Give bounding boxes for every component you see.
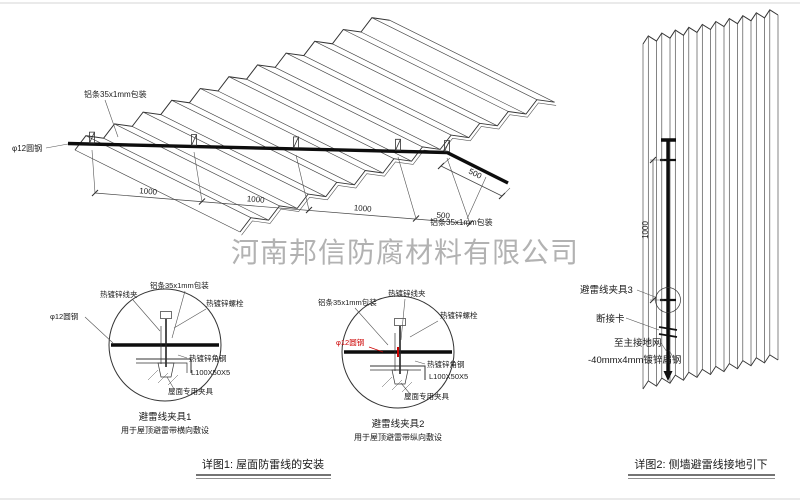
label-wire-clip: 热镀锌线夹 [100, 289, 138, 299]
clamp2-title: 避雷线夹具2 [372, 418, 425, 430]
roof-ridge-lines [74, 17, 555, 233]
angle-steel [136, 358, 192, 373]
detail-circle-clamp2: 铝条35x1mm包装 热镀锌线夹 热镀锌螺栓 φ12圆钢 热镀锌角钢 L100X… [318, 288, 478, 442]
detail-circle [108, 288, 222, 402]
roof-sheet-thickness [241, 102, 557, 236]
angle-steel-inner [136, 362, 188, 373]
label-to-ground-grid: 至主接地网 [614, 337, 662, 349]
leader-line [466, 176, 487, 220]
detail2-caption: 详图2: 侧墙避雷线接地引下 [634, 457, 767, 471]
label-bolt: 热镀锌螺栓 [206, 298, 244, 308]
lightning-wire [67, 141, 509, 185]
ground-arrowhead [663, 371, 673, 381]
label-round-steel: φ12圆钢 [12, 143, 42, 153]
wire-clamps [89, 131, 450, 152]
label-strip: 铝条35x1mm包装 [150, 280, 209, 290]
label-bolt: 热镀锌螺栓 [440, 310, 478, 320]
leader-line [104, 99, 119, 138]
hatch-lines [147, 369, 179, 386]
detail1-roof-view: 1000 1000 1000 500 500 铝条35x1mm包装 φ12圆钢 … [12, 17, 557, 236]
leader-lines [625, 289, 675, 360]
clamp1-subtitle: 用于屋顶避雷带横向敷设 [121, 425, 209, 435]
dimension-ticks [649, 156, 657, 304]
dim-1000-a: 1000 [139, 186, 158, 196]
dim-500-a: 500 [436, 210, 451, 220]
roof-seam-clamp [157, 362, 175, 378]
wire-clamp-mark [395, 138, 401, 151]
dim-1000-c: 1000 [353, 203, 372, 213]
leader-line [45, 143, 69, 149]
dimension-line [440, 165, 503, 197]
caption-detail2: 详图2: 侧墙避雷线接地引下 [628, 457, 775, 479]
detail1-caption: 详图1: 屋面防雷线的安装 [202, 457, 324, 471]
detail-circle [341, 295, 455, 409]
dimension-ticks [91, 189, 474, 227]
dim-1000-wall: 1000 [641, 221, 650, 239]
clamp2-subtitle: 用于屋顶避雷带纵向敷设 [354, 432, 442, 442]
dimension-chain: 1000 1000 1000 500 [91, 149, 474, 227]
wire-clamp-mark [191, 134, 197, 146]
hatch-lines [381, 376, 413, 393]
label-roof-clamp: 屋面专用夹具 [404, 391, 449, 401]
caption-detail1: 详图1: 屋面防雷线的安装 [196, 457, 331, 479]
leader-lines [84, 290, 207, 390]
label-round-steel: φ12圆钢 [50, 311, 78, 321]
label-strip: 铝条35x1mm包装 [318, 297, 377, 307]
label-clamp3: 避雷线夹具3 [580, 284, 633, 296]
wall-rib-lines [642, 9, 779, 389]
label-disconnect-card: 断接卡 [596, 313, 625, 325]
bolt-head [394, 318, 406, 326]
label-angle-spec: L100X50X5 [429, 372, 468, 381]
label-angle-steel: 热镀锌角钢 [189, 353, 227, 363]
bolt-head [160, 311, 172, 319]
label-roof-clamp: 屋面专用夹具 [168, 386, 213, 396]
roof-eave-zigzag [239, 99, 555, 233]
label-wire-clip: 热镀锌线夹 [388, 288, 426, 298]
dimension-line [94, 192, 471, 224]
dimension-1000-vertical: 1000 [641, 156, 664, 304]
clamp1-title: 避雷线夹具1 [139, 411, 192, 423]
roof-seam-clamp [391, 369, 409, 385]
wire-clamp-mark [444, 140, 450, 152]
label-aluminum-strip-right: 铝条35x1mm包装 [430, 217, 493, 227]
wire-clamp-mark [89, 131, 95, 144]
red-leader-line [368, 346, 384, 353]
detail2-wall-view: 1000 避雷线夹具3 断接卡 至主接地网 -40mmx4mm镀锌扁钢 [580, 9, 779, 390]
leader-lines [354, 298, 439, 395]
corrugated-roof-sheet [74, 17, 557, 236]
detail-circle-clamp1: 热镀锌线夹 铝条35x1mm包装 热镀锌螺栓 φ12圆钢 热镀锌角钢 L100X… [50, 280, 244, 435]
extension-lines [91, 149, 471, 224]
corrugated-wall-sheet [642, 9, 779, 390]
label-angle-steel: 热镀锌角钢 [427, 359, 465, 369]
company-watermark: 河南邦信防腐材料有限公司 [231, 237, 579, 268]
label-angle-spec: L100X50X5 [191, 368, 230, 377]
wire-clamp-mark [293, 136, 299, 149]
angle-steel [370, 365, 426, 380]
label-flat-steel: -40mmx4mm镀锌扁钢 [588, 354, 681, 366]
dim-1000-b: 1000 [246, 194, 265, 204]
down-conductor [661, 138, 676, 372]
disconnect-card [658, 326, 678, 338]
label-aluminum-strip-left: 铝条35x1mm包装 [84, 89, 147, 99]
label-round-steel: φ12圆钢 [336, 337, 364, 347]
dimension-ticks [437, 162, 506, 200]
